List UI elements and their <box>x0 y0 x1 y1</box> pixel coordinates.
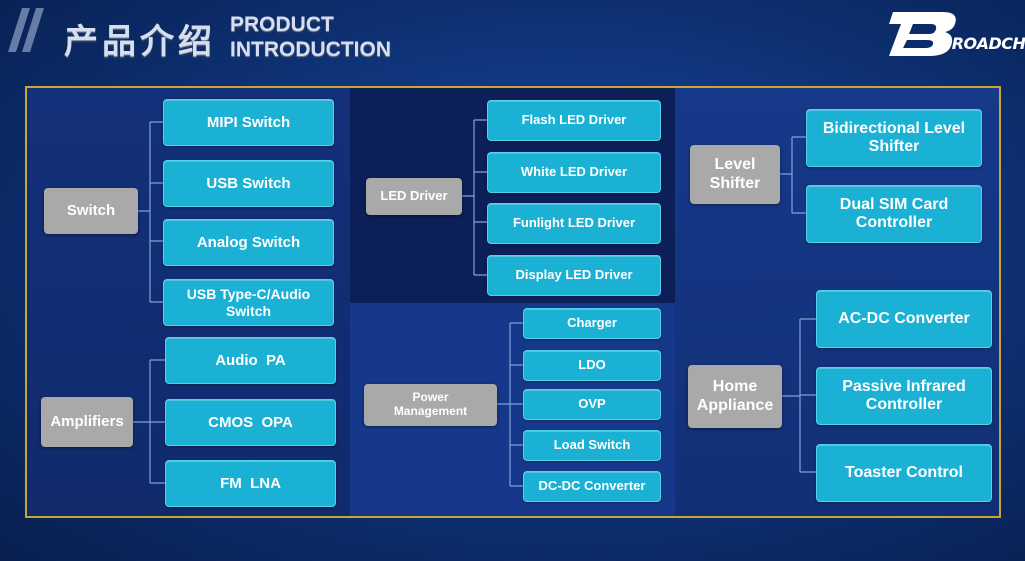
item-flash-led-driver: Flash LED Driver <box>487 100 661 141</box>
item-toaster-control: Toaster Control <box>816 444 992 502</box>
category-amplifiers: Amplifiers <box>41 397 133 447</box>
item-ovp: OVP <box>523 389 661 420</box>
item-white-led-driver: White LED Driver <box>487 152 661 193</box>
title-line-1: PRODUCT <box>230 13 334 36</box>
category-power-management: Power Management <box>364 384 497 426</box>
category-home-label-1: Home <box>712 378 758 396</box>
header-stripes <box>8 8 44 52</box>
category-led-driver: LED Driver <box>366 178 462 215</box>
page-title-chinese: 产品介绍 <box>64 22 216 62</box>
item-ac-dc-converter: AC-DC Converter <box>816 290 992 348</box>
item-passive-infrared-line-1: Passive Infrared <box>842 377 966 395</box>
item-dc-dc-converter: DC-DC Converter <box>523 471 661 502</box>
item-cmos-opa: CMOS OPA <box>165 399 336 446</box>
title-line-2: INTRODUCTION <box>230 38 391 61</box>
item-dual-sim-card-controller: Dual SIM Card Controller <box>806 185 982 243</box>
item-usb-switch: USB Switch <box>163 160 334 207</box>
category-switch: Switch <box>44 188 138 234</box>
category-power-label-2: Management <box>393 404 468 418</box>
category-power-label-1: Power <box>412 390 449 405</box>
broadchip-logo-icon <box>889 12 956 56</box>
category-level-shifter: Level Shifter <box>690 145 780 204</box>
item-mipi-switch: MIPI Switch <box>163 99 334 146</box>
item-analog-switch: Analog Switch <box>163 219 334 266</box>
item-bidirectional-line-2: Shifter <box>868 138 920 155</box>
item-bidirectional-line-1: Bidirectional Level <box>822 119 966 137</box>
item-fm-lna: FM LNA <box>165 460 336 507</box>
page-title-english: PRODUCT INTRODUCTION <box>230 12 391 62</box>
category-home-label-2: Appliance <box>696 396 774 414</box>
item-usb-typec-audio-switch: USB Type-C/Audio Switch <box>163 279 334 326</box>
category-home-appliance: Home Appliance <box>688 365 782 428</box>
item-display-led-driver: Display LED Driver <box>487 255 661 296</box>
item-funlight-led-driver: Funlight LED Driver <box>487 203 661 244</box>
item-charger: Charger <box>523 308 661 339</box>
item-passive-infrared-line-2: Controller <box>865 396 943 413</box>
item-audio-pa: Audio PA <box>165 337 336 384</box>
item-bidirectional-level-shifter: Bidirectional Level Shifter <box>806 109 982 167</box>
item-ldo: LDO <box>523 350 661 381</box>
brand-name: BROADCHIP <box>940 34 1025 53</box>
item-load-switch: Load Switch <box>523 430 661 461</box>
item-passive-infrared-controller: Passive Infrared Controller <box>816 367 992 425</box>
